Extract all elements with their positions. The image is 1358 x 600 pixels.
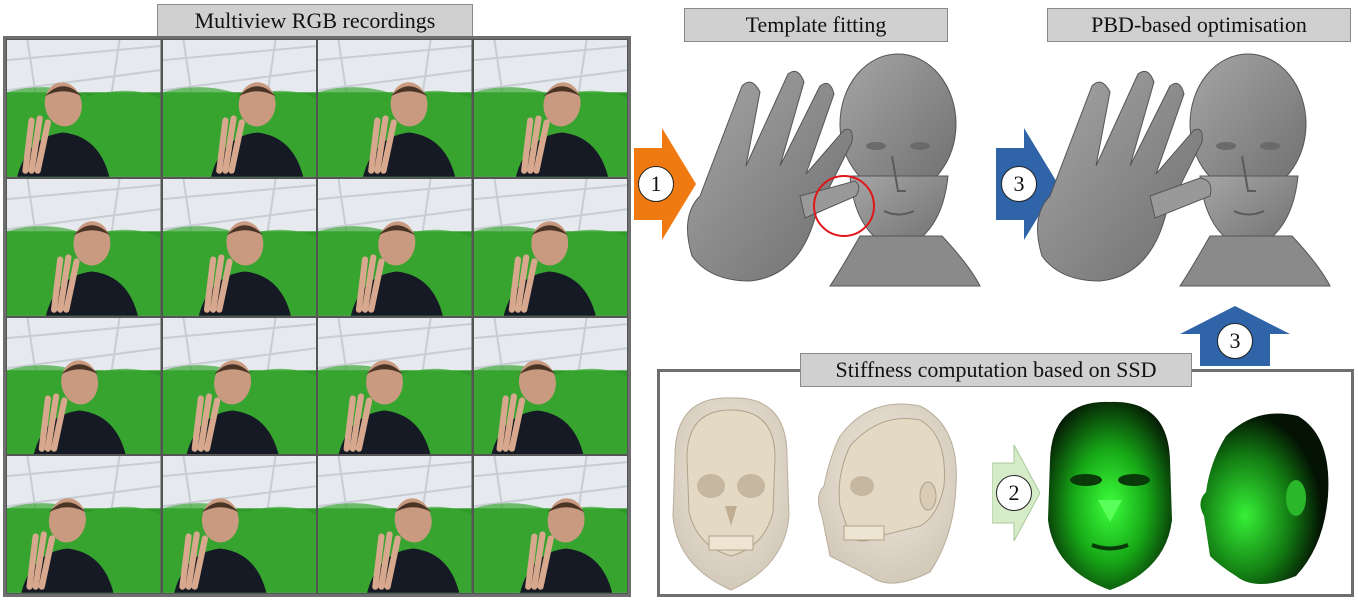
skull-front-view bbox=[672, 397, 790, 591]
step1-badge: 1 bbox=[638, 166, 674, 202]
template-fitting-mesh bbox=[687, 53, 981, 287]
camera-view bbox=[7, 317, 161, 455]
template-fitting-label: Template fitting bbox=[684, 8, 948, 42]
camera-view bbox=[7, 40, 161, 177]
camera-view bbox=[162, 317, 316, 455]
stiffness-map-side bbox=[1200, 413, 1329, 584]
pbd-optimisation-label: PBD-based optimisation bbox=[1047, 8, 1351, 42]
stiffness-map-front bbox=[1048, 401, 1172, 590]
ssd-label: Stiffness computation based on SSD bbox=[800, 353, 1192, 387]
camera-view bbox=[473, 317, 627, 455]
recordings-label: Multiview RGB recordings bbox=[157, 4, 473, 37]
camera-view bbox=[162, 456, 316, 593]
pbd-optimised-mesh bbox=[1037, 53, 1331, 287]
camera-view bbox=[318, 178, 472, 316]
camera-view bbox=[473, 456, 627, 593]
camera-view bbox=[318, 317, 472, 455]
camera-view bbox=[162, 40, 316, 177]
camera-view bbox=[473, 178, 627, 316]
step3-badge-up: 3 bbox=[1217, 323, 1253, 359]
step3-badge-right: 3 bbox=[1001, 166, 1037, 202]
step2-badge: 2 bbox=[996, 475, 1032, 511]
camera-view bbox=[162, 178, 316, 316]
camera-view bbox=[318, 456, 472, 593]
camera-view bbox=[473, 40, 627, 177]
skull-side-view bbox=[818, 403, 957, 584]
camera-view bbox=[7, 456, 161, 593]
multiview-grid bbox=[3, 36, 631, 597]
camera-view bbox=[318, 40, 472, 177]
camera-view bbox=[7, 178, 161, 316]
